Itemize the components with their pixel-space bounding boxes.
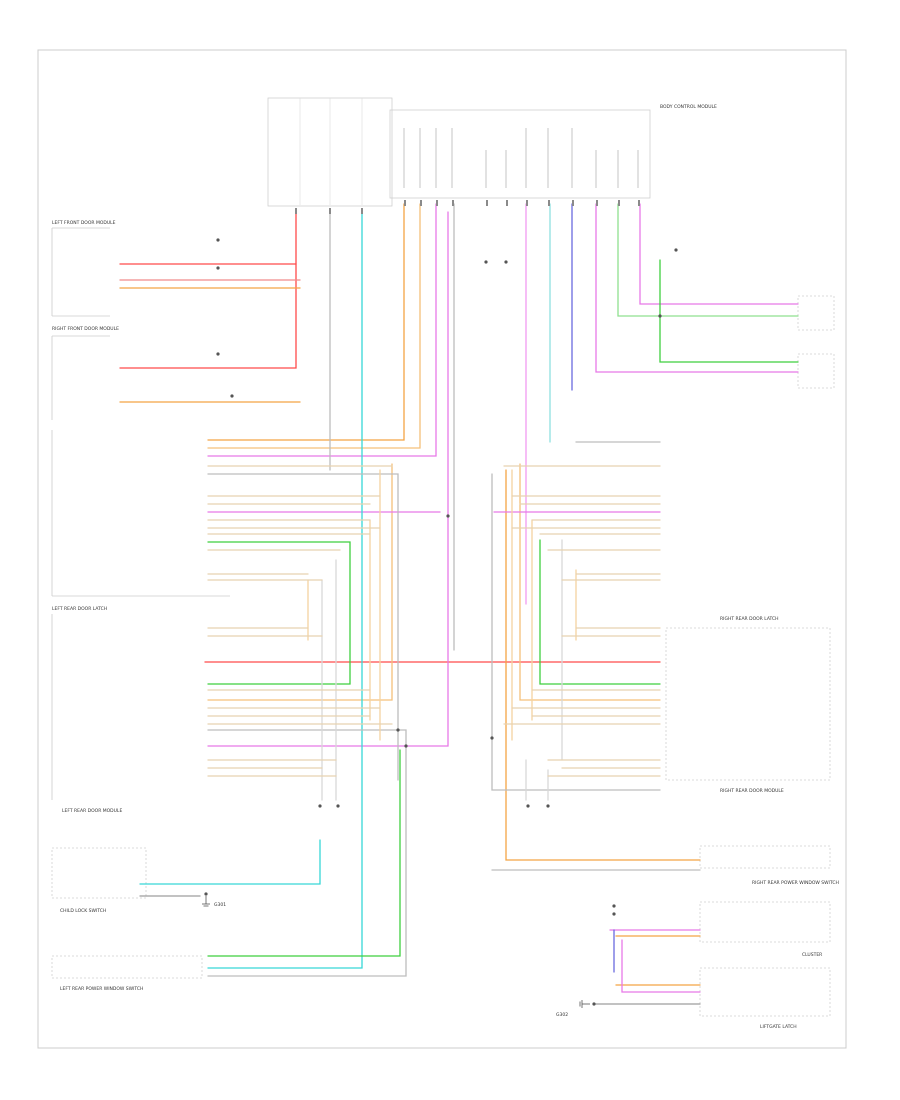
wire-violet-3	[595, 203, 799, 373]
wire-green-3	[539, 539, 661, 685]
fuse-block-group: BODY CONTROL MODULE	[267, 97, 717, 207]
lf-door-block: LEFT FRONT DOOR MODULE	[51, 220, 116, 317]
lr-window-switch-box-2	[51, 955, 203, 979]
lf-door-module-label: LEFT FRONT DOOR MODULE	[52, 220, 116, 226]
rr-latch-box	[665, 627, 831, 781]
body-control-module-box	[389, 109, 651, 199]
lr-door-module-label: LEFT REAR DOOR MODULE	[62, 808, 122, 814]
rf-door-module-label: RIGHT FRONT DOOR MODULE	[52, 326, 119, 332]
wire-orange-4	[207, 203, 421, 449]
wire-orange-7	[505, 469, 701, 861]
wire-violet-1	[207, 203, 437, 457]
wire-violet-2	[639, 203, 799, 305]
left-harness-block: LEFT REAR DOOR LATCH LEFT REAR DOOR MODU…	[51, 430, 230, 814]
wire-green-5	[617, 203, 799, 317]
rr-door-module-label: RIGHT REAR DOOR MODULE	[720, 788, 784, 794]
wire-green-4	[207, 749, 401, 957]
cluster-label: CLUSTER	[802, 952, 822, 958]
ground-right-label: G302	[556, 1012, 568, 1018]
rf-latch-modules	[797, 295, 835, 389]
rf-module-box-1	[797, 295, 835, 331]
splice-points	[204, 238, 678, 1006]
wire-gray-6	[207, 729, 407, 977]
rr-latch-label: RIGHT REAR DOOR LATCH	[720, 616, 779, 622]
rr-window-switch-label: RIGHT REAR POWER WINDOW SWITCH	[752, 880, 839, 886]
wire-violet-8	[621, 939, 701, 993]
wire-cyan-2	[139, 839, 321, 885]
rr-window-switch-box	[699, 845, 831, 869]
liftgate-label: LIFTGATE LATCH	[760, 1024, 797, 1030]
wire-orange-1	[207, 203, 405, 441]
wire-orange-6	[519, 463, 661, 701]
rf-door-block: RIGHT FRONT DOOR MODULE	[51, 326, 119, 420]
rf-module-box-2	[797, 353, 835, 389]
wire-violet-5	[207, 211, 449, 747]
wires	[119, 203, 799, 1005]
ground-left-label: G301	[214, 902, 226, 908]
wire-gray-3	[207, 473, 399, 781]
wire-orange-5	[207, 463, 393, 701]
lr-latch-label: LEFT REAR DOOR LATCH	[52, 606, 107, 612]
diagram-frame	[37, 49, 847, 1049]
wire-green-2	[207, 541, 351, 685]
wire-green-1	[659, 259, 799, 363]
lr-window-switch-block: LEFT REAR POWER WINDOW SWITCH CHILD LOCK…	[51, 847, 203, 992]
right-harness-block: RIGHT REAR DOOR LATCH RIGHT REAR DOOR MO…	[665, 616, 831, 794]
wire-cyan-1	[207, 211, 363, 969]
lr-window-switch-label: LEFT REAR POWER WINDOW SWITCH	[60, 986, 143, 992]
liftgate-box	[699, 967, 831, 1017]
cluster-box	[699, 901, 831, 943]
wire-red-1	[119, 211, 297, 369]
connector-pins	[295, 200, 640, 214]
wire-gray-4	[491, 473, 661, 791]
bcm-title: BODY CONTROL MODULE	[660, 104, 717, 110]
lr-window-switch-box	[51, 847, 147, 899]
ground-right-icon	[579, 1000, 590, 1008]
ground-left-icon	[202, 896, 210, 907]
child-lock-label: CHILD LOCK SWITCH	[60, 908, 106, 914]
rr-window-switch-block: RIGHT REAR POWER WINDOW SWITCH CLUSTER L…	[699, 845, 839, 1030]
